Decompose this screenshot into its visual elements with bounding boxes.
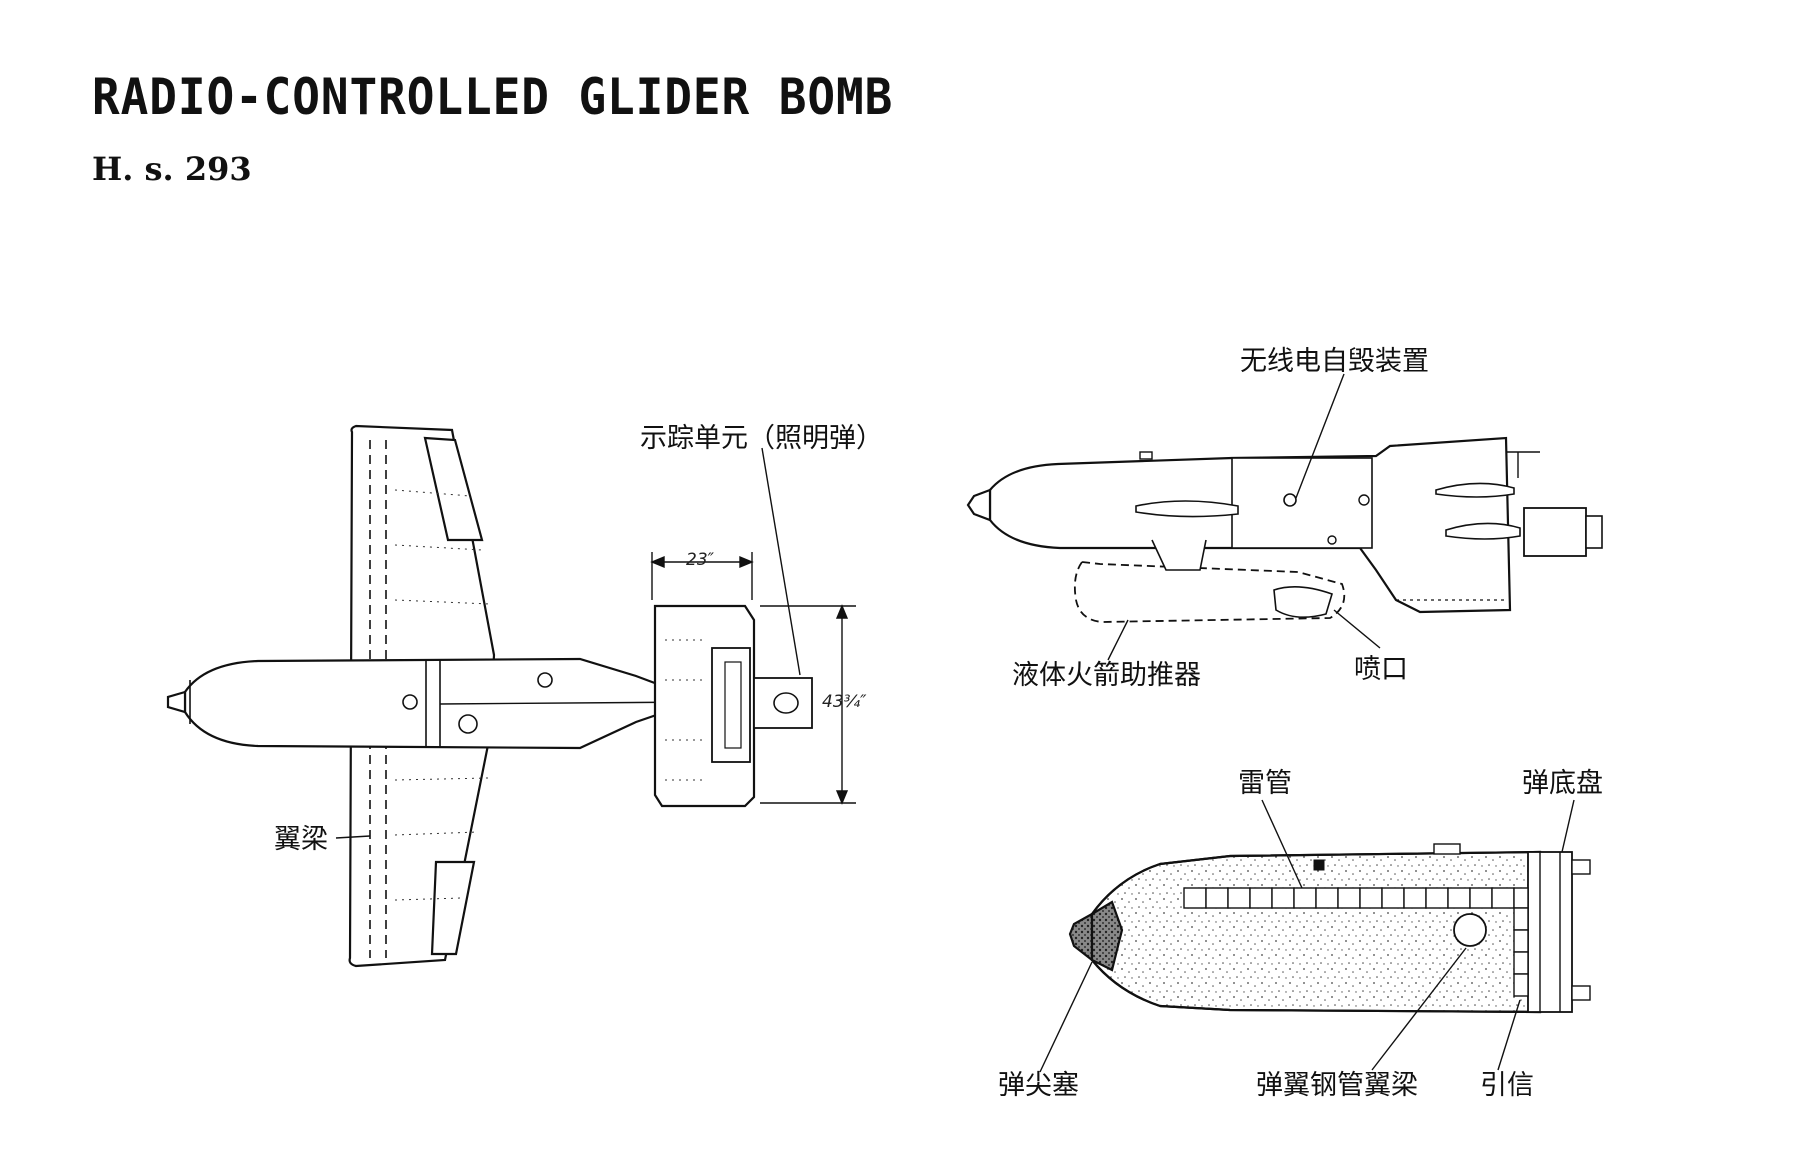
dim-tail-width: 23″ <box>686 550 714 570</box>
label-radio-self-destruct: 无线电自毁装置 <box>1240 346 1429 377</box>
cutaway-view <box>1039 799 1591 1073</box>
label-tracer-unit: 示踪单元（照明弹） <box>640 423 883 454</box>
nose-plug <box>1068 912 1094 963</box>
nose-cone <box>166 690 187 714</box>
upper-aileron <box>423 436 484 542</box>
label-base-plate: 弹底盘 <box>1522 768 1603 799</box>
dim-tail-span: 43¾″ <box>822 692 867 712</box>
label-wing-spar: 翼梁 <box>274 824 328 855</box>
label-wing-steel-tube-spar: 弹翼钢管翼梁 <box>1256 1070 1418 1101</box>
detonator-row <box>1183 887 1529 909</box>
side-nose <box>966 488 992 522</box>
label-liquid-rocket-booster: 液体火箭助推器 <box>1012 660 1201 691</box>
page-subtitle: H. s. 293 <box>92 150 252 188</box>
label-fuze: 引信 <box>1480 1070 1534 1101</box>
lower-aileron <box>430 860 476 956</box>
label-detonator: 雷管 <box>1238 768 1292 799</box>
label-nozzle: 喷口 <box>1354 654 1408 685</box>
spar-tube <box>1453 913 1487 947</box>
label-nose-plug: 弹尖塞 <box>998 1070 1079 1101</box>
top-view <box>166 424 856 968</box>
page-title: RADIO-CONTROLLED GLIDER BOMB <box>92 68 894 126</box>
side-view <box>966 373 1603 661</box>
